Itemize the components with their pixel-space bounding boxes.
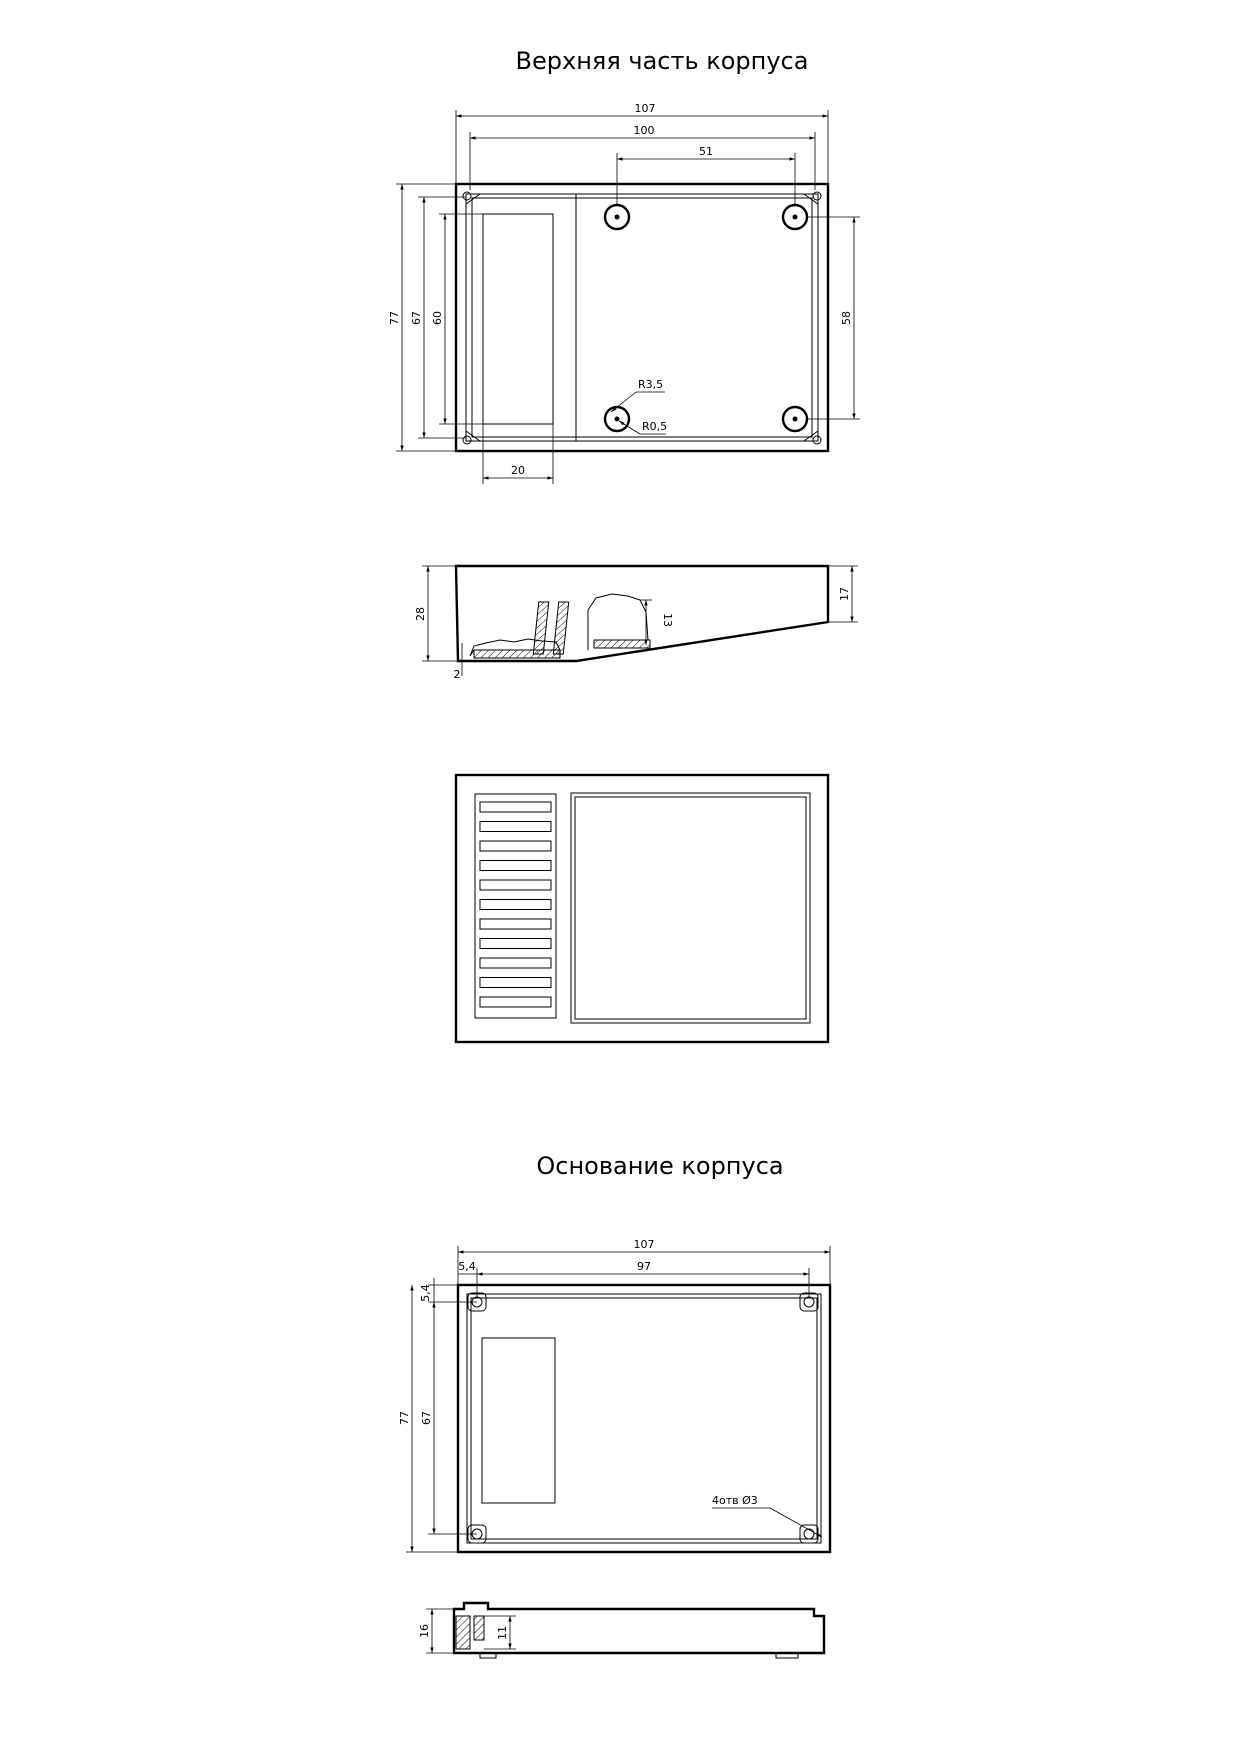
base-dim-inner-height: 67 xyxy=(420,1411,433,1425)
base-dim-overall-width: 107 xyxy=(634,1238,655,1251)
corner-hole-icon xyxy=(812,435,822,445)
base-plan-view: 107 5,4 97 5,4 77 67 4отв Ø3 xyxy=(398,1238,832,1554)
mounting-boss-icon xyxy=(603,405,631,433)
inner-outline xyxy=(466,1293,822,1544)
top-part-side-view: 28 17 13 2 xyxy=(414,564,858,681)
vent-slots xyxy=(479,801,552,1008)
large-window-outer xyxy=(570,792,811,1024)
dim-hole-spacing-x: 51 xyxy=(699,145,713,158)
inner-recess-outline xyxy=(470,1297,818,1540)
vent-panel xyxy=(474,793,557,1019)
vent-slot xyxy=(479,860,552,871)
base-dim-offset-y: 5,4 xyxy=(419,1284,432,1302)
mounting-boss-icon xyxy=(781,405,809,433)
vent-slot xyxy=(479,821,552,832)
vent-slot xyxy=(479,957,552,969)
vent-slot xyxy=(479,977,552,988)
vent-slot xyxy=(479,996,552,1008)
base-title: Основание корпуса xyxy=(536,1152,783,1180)
mounting-boss-icon xyxy=(603,203,631,231)
inner-outline xyxy=(465,193,819,442)
label-hole-radius: R0,5 xyxy=(642,420,667,433)
side-outline xyxy=(454,564,830,663)
dim-wall: 2 xyxy=(454,668,461,681)
dim-inner-width: 100 xyxy=(634,124,655,137)
base-side-dim-height: 16 xyxy=(418,1624,431,1638)
vent-slot xyxy=(479,879,552,891)
outer-outline xyxy=(456,1283,832,1554)
top-part-title: Верхняя часть корпуса xyxy=(516,47,809,75)
inner-recess-outline xyxy=(471,197,813,438)
dim-inner-height: 67 xyxy=(410,311,423,325)
base-dim-hole-spacing-x: 97 xyxy=(637,1260,651,1273)
dim-boss-height: 13 xyxy=(661,613,674,627)
dim-overall-width: 107 xyxy=(635,102,656,115)
display-cutout xyxy=(481,1337,556,1504)
dim-side-height-front: 17 xyxy=(838,587,851,601)
display-window xyxy=(482,213,554,425)
vent-slot xyxy=(479,938,552,949)
outer-outline xyxy=(454,773,830,1044)
base-side-view: 16 11 xyxy=(418,1601,826,1659)
vent-slot xyxy=(479,801,552,813)
vent-slot xyxy=(479,918,552,930)
vent-slot xyxy=(479,899,552,910)
base-dim-offset-x: 5,4 xyxy=(458,1260,476,1273)
corner-hole-icon xyxy=(462,191,472,201)
dim-window-height: 60 xyxy=(431,311,444,325)
top-part-plan-view: 107 100 51 77 67 60 58 20 xyxy=(388,102,860,484)
outer-outline xyxy=(454,182,830,453)
base-side-outline xyxy=(452,1601,826,1655)
dim-side-height-rear: 28 xyxy=(414,607,427,621)
mounting-boss-icon xyxy=(781,203,809,231)
dim-overall-height: 77 xyxy=(388,311,401,325)
corner-hole-icon xyxy=(812,191,822,201)
top-part-bottom-view xyxy=(454,773,830,1044)
dim-window-width: 20 xyxy=(511,464,525,477)
base-side-dim-inner-height: 11 xyxy=(496,1626,509,1640)
base-dim-overall-height: 77 xyxy=(398,1411,411,1425)
corner-hole-icon xyxy=(462,435,472,445)
label-boss-radius: R3,5 xyxy=(638,378,663,391)
label-base-holes: 4отв Ø3 xyxy=(712,1494,758,1507)
dim-hole-spacing-y: 58 xyxy=(840,311,853,325)
large-window-inner xyxy=(574,796,807,1020)
mount-hole-icon xyxy=(799,1524,819,1544)
vent-slot xyxy=(479,840,552,852)
